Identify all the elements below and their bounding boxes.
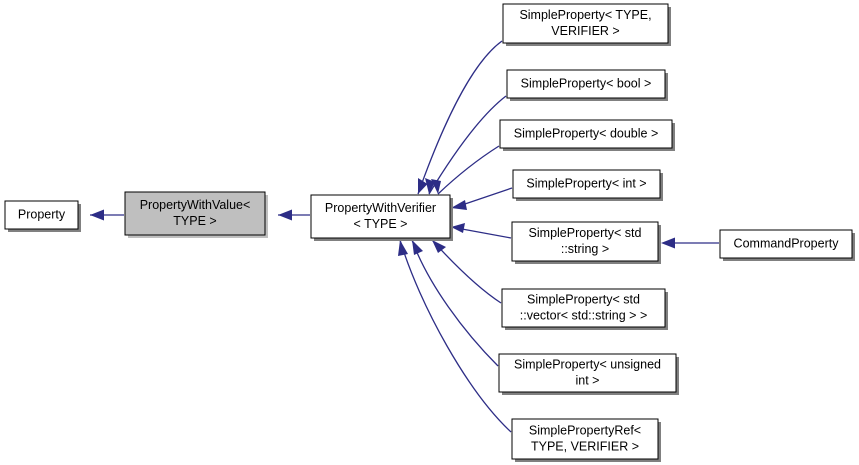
node-rect[interactable] bbox=[124, 191, 266, 236]
class-node-simple-property-std-string[interactable]: SimpleProperty< std::string > bbox=[511, 221, 661, 264]
node-label-line: int > bbox=[576, 373, 600, 387]
edge-line bbox=[428, 95, 507, 195]
node-label-line: SimpleProperty< double > bbox=[514, 126, 659, 140]
arrowhead-icon bbox=[278, 209, 292, 221]
node-label-line: TYPE > bbox=[173, 214, 216, 228]
inheritance-edge bbox=[417, 40, 503, 195]
edge-line bbox=[461, 228, 512, 239]
node-label-line: < TYPE > bbox=[354, 217, 408, 231]
inheritance-edge bbox=[90, 209, 124, 221]
node-label-line: SimpleProperty< TYPE, bbox=[519, 8, 651, 22]
arrowhead-icon bbox=[418, 178, 428, 194]
node-rect[interactable] bbox=[498, 353, 677, 393]
inheritance-edge bbox=[451, 187, 513, 210]
inheritance-edge bbox=[431, 145, 500, 195]
node-label-line: PropertyWithValue< bbox=[140, 198, 251, 212]
node-label-line: ::string > bbox=[561, 242, 609, 256]
node-label-line: CommandProperty bbox=[734, 236, 840, 250]
class-node-simple-property-int[interactable]: SimpleProperty< int > bbox=[512, 169, 663, 201]
class-node-simple-property-ref-type-verifier[interactable]: SimplePropertyRef< TYPE, VERIFIER > bbox=[511, 418, 661, 462]
edge-line bbox=[399, 239, 512, 433]
edge-line bbox=[417, 40, 503, 195]
node-rect[interactable] bbox=[512, 169, 661, 199]
node-rect[interactable] bbox=[511, 418, 659, 460]
node-label-line: SimpleProperty< std bbox=[527, 292, 640, 306]
node-label-line: TYPE, VERIFIER > bbox=[531, 439, 639, 453]
node-label-line: Property bbox=[18, 207, 66, 221]
node-label-line: SimplePropertyRef< bbox=[529, 423, 641, 437]
inheritance-edge bbox=[278, 209, 310, 221]
class-node-property[interactable]: Property bbox=[4, 200, 81, 232]
edge-line bbox=[461, 187, 513, 206]
class-node-simple-property-std-vector-std-string[interactable]: SimpleProperty< std::vector< std::string… bbox=[501, 288, 668, 330]
inheritance-edge bbox=[661, 237, 719, 249]
arrowhead-icon bbox=[398, 240, 408, 256]
class-node-simple-property-unsigned-int[interactable]: SimpleProperty< unsigned int > bbox=[498, 353, 679, 395]
arrowhead-icon bbox=[451, 200, 467, 210]
node-label-line: SimpleProperty< std bbox=[529, 226, 642, 240]
node-label-line: ::vector< std::string > > bbox=[520, 308, 648, 322]
inheritance-edge bbox=[451, 223, 512, 239]
inheritance-edge bbox=[398, 239, 512, 433]
node-label-line: SimpleProperty< bool > bbox=[521, 76, 652, 90]
inheritance-edge bbox=[431, 239, 502, 304]
edges-layer bbox=[90, 40, 719, 433]
arrowhead-icon bbox=[412, 240, 423, 255]
class-node-simple-property-bool[interactable]: SimpleProperty< bool > bbox=[506, 69, 668, 101]
edge-line bbox=[437, 145, 500, 195]
arrowhead-icon bbox=[90, 209, 104, 221]
inheritance-edge bbox=[411, 239, 499, 367]
node-rect[interactable] bbox=[499, 119, 673, 149]
node-rect[interactable] bbox=[502, 3, 669, 44]
node-label-line: SimpleProperty< int > bbox=[526, 176, 646, 190]
arrowhead-icon bbox=[431, 179, 441, 194]
node-rect[interactable] bbox=[506, 69, 666, 99]
edge-line bbox=[411, 239, 499, 367]
class-node-property-with-verifier[interactable]: PropertyWithVerifier < TYPE > bbox=[310, 194, 453, 241]
node-rect[interactable] bbox=[501, 288, 666, 328]
node-label-line: SimpleProperty< unsigned bbox=[514, 357, 661, 371]
node-rect[interactable] bbox=[4, 200, 79, 230]
class-node-property-with-value[interactable]: PropertyWithValue< TYPE > bbox=[124, 191, 268, 238]
arrowhead-icon bbox=[432, 240, 446, 253]
arrowhead-icon bbox=[661, 237, 675, 249]
class-node-simple-property-double[interactable]: SimpleProperty< double > bbox=[499, 119, 675, 151]
node-label-line: PropertyWithVerifier bbox=[325, 201, 436, 215]
node-rect[interactable] bbox=[719, 229, 853, 259]
node-rect[interactable] bbox=[511, 221, 659, 262]
class-node-command-property[interactable]: CommandProperty bbox=[719, 229, 855, 261]
arrowhead-icon bbox=[451, 223, 465, 233]
node-rect[interactable] bbox=[310, 194, 451, 239]
class-node-simple-property-type-verifier[interactable]: SimpleProperty< TYPE, VERIFIER > bbox=[502, 3, 671, 46]
node-label-line: VERIFIER > bbox=[551, 24, 619, 38]
